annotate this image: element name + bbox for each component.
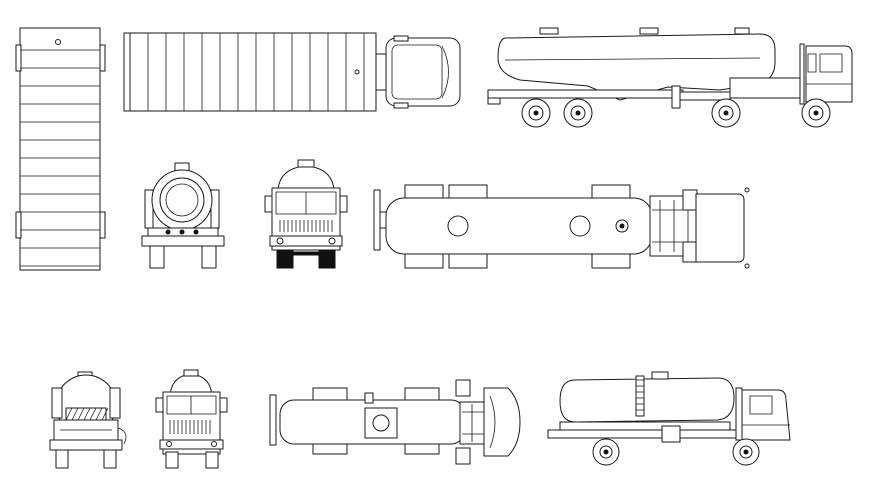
tanker-truck-front-view — [265, 160, 347, 268]
water-tanker-side-view — [548, 372, 790, 465]
bulk-powder-tanker-side-view — [488, 28, 852, 127]
vacuum-tanker-top-view — [270, 380, 520, 464]
tanker-rear-view — [142, 163, 224, 268]
container-truck-top-view — [124, 33, 460, 111]
vacuum-tanker-front-view — [156, 370, 227, 468]
flatbed-trailer-top-view — [16, 28, 105, 270]
tanker-truck-top-view — [374, 185, 749, 268]
vacuum-tanker-rear-view — [50, 372, 126, 468]
